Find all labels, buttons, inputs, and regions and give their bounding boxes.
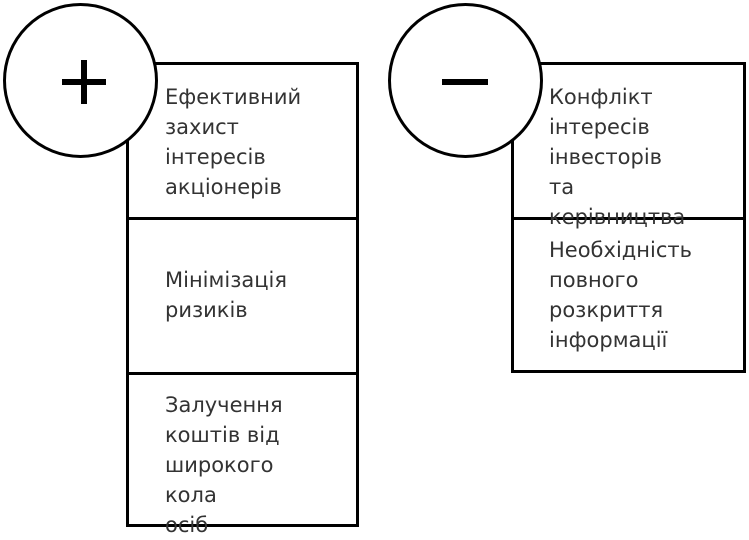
advantage-label-3: Залучення коштів від широкого кола осіб xyxy=(165,393,283,537)
advantage-box-2 xyxy=(126,217,359,375)
disadvantage-box-1 xyxy=(511,62,746,220)
advantage-box-1 xyxy=(126,62,359,220)
advantage-label-1: Ефективний захист інтересів акціонерів xyxy=(165,85,302,199)
disadvantage-box-2 xyxy=(511,217,746,373)
disadvantage-label-2: Необхідність повного розкриття інформаці… xyxy=(549,238,693,352)
advantage-label-2: Мінімізація ризиків xyxy=(165,268,287,322)
minus-icon xyxy=(442,79,488,85)
minus-circle xyxy=(388,3,543,158)
disadvantage-label-1: Конфлікт інтересів інвесторів та керівни… xyxy=(549,85,686,229)
plus-circle xyxy=(3,3,158,158)
plus-icon xyxy=(62,60,106,104)
advantage-box-3 xyxy=(126,372,359,527)
